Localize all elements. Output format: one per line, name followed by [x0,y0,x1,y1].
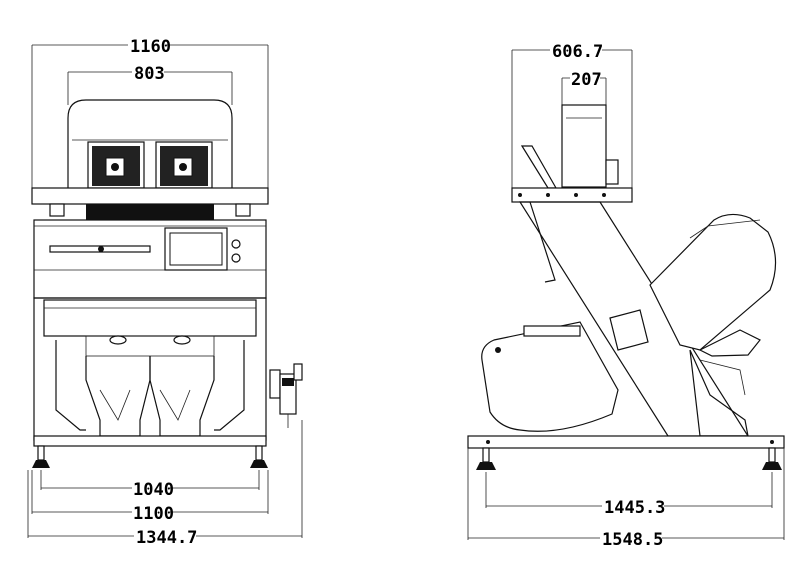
top-plate [31,187,269,205]
main-cabinet [33,219,267,299]
dim-text-total-width: 1344.7 [136,528,197,548]
air-regulator [269,363,303,428]
access-panel [609,309,649,351]
dim-total-length: 1548.5 [467,448,785,550]
feeder-left [87,141,145,189]
foot-right [250,445,268,468]
start-button [231,253,241,263]
touch-screen [164,227,228,271]
hopper-hood [67,99,233,188]
dim-text-hopper-width: 803 [134,64,165,84]
upper-camera-box [649,213,777,357]
dim-text-foot-span: 1445.3 [604,498,665,518]
dim-text-hopper-depth: 207 [571,70,602,90]
base-rail [33,435,267,447]
side-view: 606.7 207 [467,41,785,550]
dim-text-top-depth: 606.7 [552,42,603,62]
side-foot-right [762,447,782,470]
side-foot-left [476,447,496,470]
dim-total-width: 1344.7 [27,420,303,548]
feeder-right [155,141,213,189]
dim-foot-span: 1445.3 [485,472,773,518]
dim-top-depth: 606.7 [511,41,633,190]
dim-overall-width: 1160 [31,36,269,190]
dim-text-foot-outer: 1100 [133,504,174,524]
dim-hopper-width: 803 [67,63,233,105]
dim-foot-outer: 1100 [31,470,269,524]
chute-comb [49,203,251,220]
foot-left [32,445,50,468]
side-base-rail [467,435,785,449]
side-top-plate [511,187,633,203]
lower-camera-box [481,321,619,432]
dim-hopper-depth: 207 [561,69,607,110]
dim-text-total-length: 1548.5 [602,530,663,550]
power-button [231,239,241,249]
side-hopper [520,104,619,189]
dim-foot-inner: 1040 [40,470,260,500]
dim-text-foot-inner: 1040 [133,480,174,500]
ejector-chutes [85,335,215,437]
front-view: 1160 803 [27,36,303,548]
dim-text-overall-width: 1160 [130,37,171,57]
